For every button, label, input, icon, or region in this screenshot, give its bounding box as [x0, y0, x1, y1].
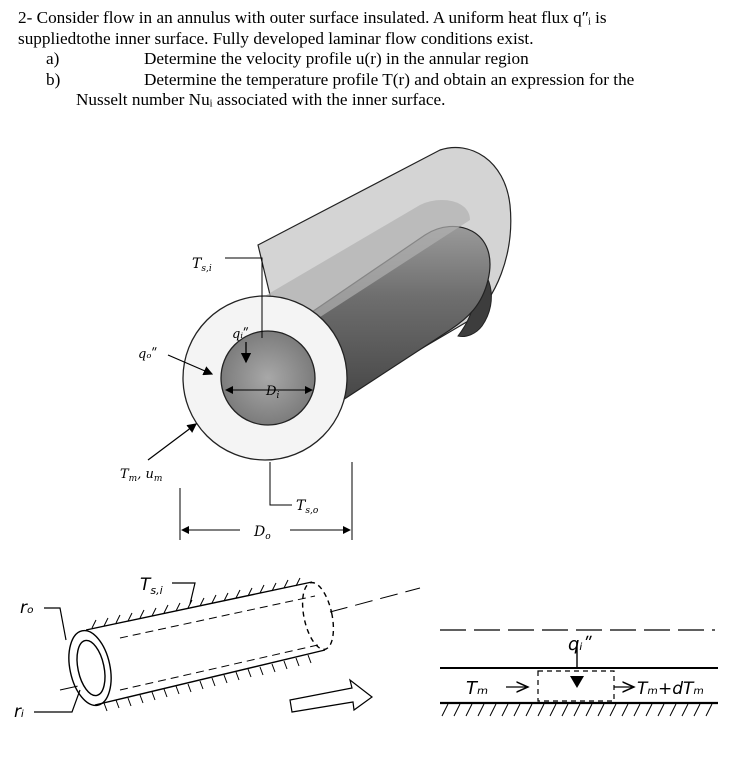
subquestion-b-letter: b) — [46, 69, 61, 89]
label-qi: qᵢʺ — [232, 327, 249, 342]
annulus-3d-drawing: Ts,i qᵢʺ qₒʺ Di Tm, um Ts,o Do — [120, 146, 512, 542]
label-sketch-tsi: Ts,i — [140, 575, 163, 597]
label-tm-um: Tm, um — [120, 467, 162, 484]
tube-front-inner — [76, 639, 106, 697]
flow-arrow — [147, 423, 197, 461]
inner-tube-front-face — [220, 330, 316, 426]
subquestion-b-text: Determine the temperature profile T(r) a… — [144, 69, 635, 89]
inner-dashed-bottom — [119, 644, 319, 691]
subquestion-a-text: Determine the velocity profile u(r) in t… — [144, 49, 529, 68]
tube-top-edge — [85, 581, 313, 631]
ro-leader — [44, 607, 67, 641]
ri-leader — [34, 689, 81, 713]
problem-statement: 2- Consider flow in an annulus with oute… — [18, 8, 743, 111]
label-tsi: Ts,i — [192, 256, 212, 274]
cv-wall-hatching — [441, 703, 713, 717]
problem-line-1: 2- Consider flow in an annulus with oute… — [18, 8, 607, 27]
qo-arrow — [167, 354, 214, 376]
q-arrow-head — [570, 676, 584, 688]
tso-leader — [269, 462, 292, 506]
tsi-sketch-leader — [172, 582, 196, 605]
label-tso: Ts,o — [296, 498, 319, 516]
label-cv-tm: Tₘ — [466, 678, 488, 699]
label-ro: rₒ — [20, 598, 34, 618]
tube-centerline — [59, 587, 421, 691]
top-hatching — [91, 577, 301, 629]
label-do: Do — [253, 524, 271, 542]
tube-back-end — [301, 581, 335, 651]
label-cv-q: qᵢʺ — [568, 634, 593, 655]
label-ri: rᵢ — [14, 702, 24, 722]
label-qo: qₒʺ — [138, 347, 157, 362]
subquestion-a-letter: a) — [46, 49, 60, 68]
cv-box — [537, 670, 615, 702]
bottom-hatching — [103, 654, 312, 712]
tsi-leader — [225, 257, 263, 338]
label-cv-tm-dtm: Tₘ+dTₘ — [637, 679, 704, 699]
tube-front-outer — [68, 629, 112, 707]
tube-sketch — [34, 577, 421, 713]
subquestion-b: b) Determine the temperature profile T(r… — [18, 70, 743, 91]
subquestion-a: a) Determine the velocity profile u(r) i… — [18, 49, 743, 70]
tube-bottom-edge — [94, 649, 326, 706]
problem-line-last: Nusselt number Nuᵢ associated with the i… — [76, 90, 446, 109]
inner-dashed-top — [119, 595, 316, 639]
problem-line-2: suppliedtothe inner surface. Fully devel… — [18, 28, 534, 48]
flow-open-arrow — [289, 678, 374, 713]
label-di: Di — [265, 384, 279, 401]
control-volume-sketch — [440, 629, 718, 717]
inner-tube-highlight — [258, 200, 470, 330]
